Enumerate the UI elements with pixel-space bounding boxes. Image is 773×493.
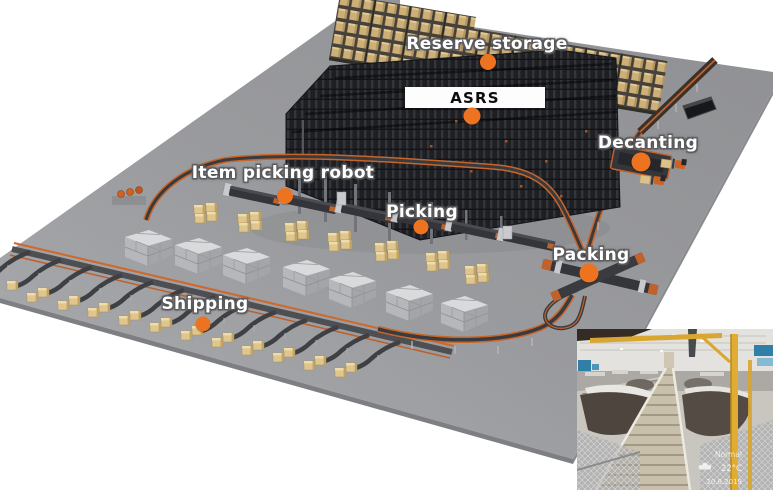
watermark-date-text: 20.8.2019 bbox=[706, 478, 742, 486]
photo-watermark: Normal 22°C 20.8.2019 bbox=[698, 450, 742, 486]
decanting-marker-dot bbox=[631, 152, 651, 172]
label-asrs: ASRS bbox=[405, 87, 545, 108]
shipping-sorter bbox=[0, 242, 455, 378]
packing-marker-dot bbox=[579, 263, 599, 283]
label-reserve-storage: Reserve storage bbox=[406, 34, 568, 54]
item-picking-robot-marker-dot bbox=[277, 188, 293, 204]
asrs-label-text: ASRS bbox=[450, 88, 500, 107]
asrs-marker-dot bbox=[463, 107, 481, 125]
warehouse-photo-inset: Normal 22°C 20.8.2019 bbox=[577, 329, 773, 490]
picking-conveyor-line bbox=[112, 153, 589, 262]
picking-stations bbox=[221, 181, 557, 253]
watermark-temperature-text: 22°C bbox=[721, 464, 742, 474]
packing-station bbox=[377, 252, 659, 354]
asrs-shuttles bbox=[430, 120, 588, 198]
label-decanting: Decanting bbox=[597, 133, 699, 153]
truck-container bbox=[682, 96, 717, 120]
shipping-marker-dot bbox=[195, 316, 211, 332]
label-picking: Picking bbox=[386, 202, 458, 222]
label-item-picking-robot: Item picking robot bbox=[191, 163, 375, 183]
label-packing: Packing bbox=[552, 245, 630, 265]
cloud-icon bbox=[698, 462, 712, 470]
watermark-mode-text: Normal bbox=[715, 450, 742, 459]
picking-marker-dot bbox=[413, 219, 429, 235]
label-shipping: Shipping bbox=[161, 294, 249, 314]
tote-platform bbox=[112, 186, 146, 205]
reserve-storage-marker-dot bbox=[480, 54, 496, 70]
